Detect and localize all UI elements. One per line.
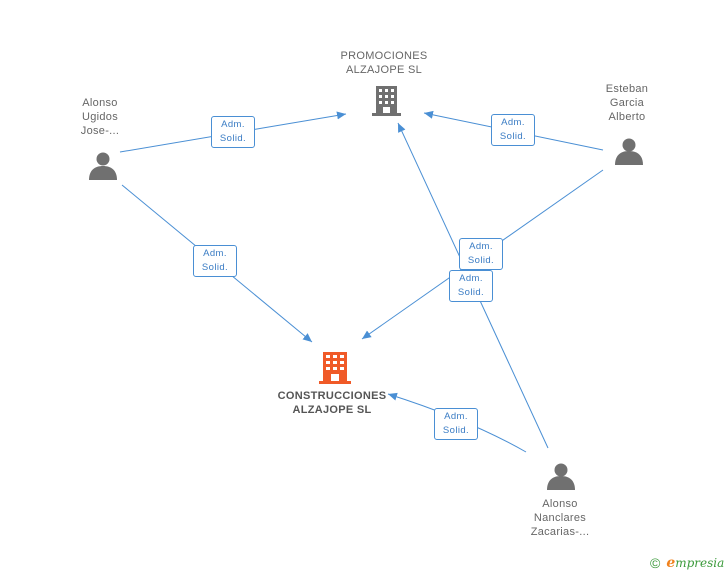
building-icon-promociones[interactable] — [372, 86, 401, 116]
copyright-icon: © — [650, 555, 661, 571]
brand-logo: empresia — [666, 555, 724, 571]
relation-role: Solid. — [457, 287, 485, 298]
company-name-line: ALZAJOPE SL — [292, 404, 372, 416]
person-name-line: Zacarias-... — [530, 526, 590, 538]
relation-role: Solid. — [467, 255, 495, 266]
person-name-line: Nanclares — [533, 512, 587, 524]
relation-role: Adm. — [459, 273, 483, 284]
person-label-esteban[interactable]: Esteban Garcia Alberto — [594, 82, 660, 124]
relation-role: Adm. — [501, 117, 525, 128]
relation-role: Solid. — [442, 425, 470, 436]
brand-name-rest: mpresia — [675, 556, 725, 570]
relation-badge-nanclares-promociones[interactable]: Adm. Solid. — [449, 270, 493, 302]
company-name-line: CONSTRUCCIONES — [277, 390, 387, 402]
person-name-line: Garcia — [609, 97, 645, 109]
person-label-nanclares[interactable]: Alonso Nanclares Zacarias-... — [520, 497, 600, 539]
person-name-line: Alonso — [542, 498, 578, 510]
relation-role: Solid. — [219, 133, 247, 144]
person-name-line: Esteban — [605, 83, 649, 95]
person-name-line: Ugidos — [81, 111, 119, 123]
person-label-ugidos[interactable]: Alonso Ugidos Jose-... — [68, 96, 132, 138]
brand-initial: e — [666, 555, 676, 571]
person-icon-nanclares[interactable] — [547, 463, 575, 491]
relation-role: Adm. — [221, 119, 245, 130]
brand-footer[interactable]: © empresia — [650, 554, 724, 572]
relation-role: Solid. — [201, 262, 229, 273]
relation-badge-nanclares-construcciones[interactable]: Adm. Solid. — [434, 408, 478, 440]
relation-badge-esteban-promociones[interactable]: Adm. Solid. — [491, 114, 535, 146]
relation-badge-esteban-construcciones[interactable]: Adm. Solid. — [459, 238, 503, 270]
person-name-line: Alonso — [82, 97, 118, 109]
relation-badge-ugidos-promociones[interactable]: Adm. Solid. — [211, 116, 255, 148]
company-name-line: ALZAJOPE SL — [345, 64, 423, 76]
relation-role: Adm. — [203, 248, 227, 259]
company-label-construcciones[interactable]: CONSTRUCCIONES ALZAJOPE SL — [270, 389, 394, 417]
person-name-line: Jose-... — [80, 125, 120, 137]
relation-role: Solid. — [499, 131, 527, 142]
relation-role: Adm. — [469, 241, 493, 252]
company-name-line: PROMOCIONES — [340, 50, 428, 62]
person-icon-esteban[interactable] — [615, 138, 643, 166]
person-name-line: Alberto — [608, 111, 646, 123]
person-icon-ugidos[interactable] — [89, 152, 117, 181]
building-icon-construcciones[interactable] — [319, 352, 351, 384]
relation-role: Adm. — [444, 411, 468, 422]
company-label-promociones[interactable]: PROMOCIONES ALZAJOPE SL — [334, 49, 434, 77]
relation-badge-ugidos-construcciones[interactable]: Adm. Solid. — [193, 245, 237, 277]
